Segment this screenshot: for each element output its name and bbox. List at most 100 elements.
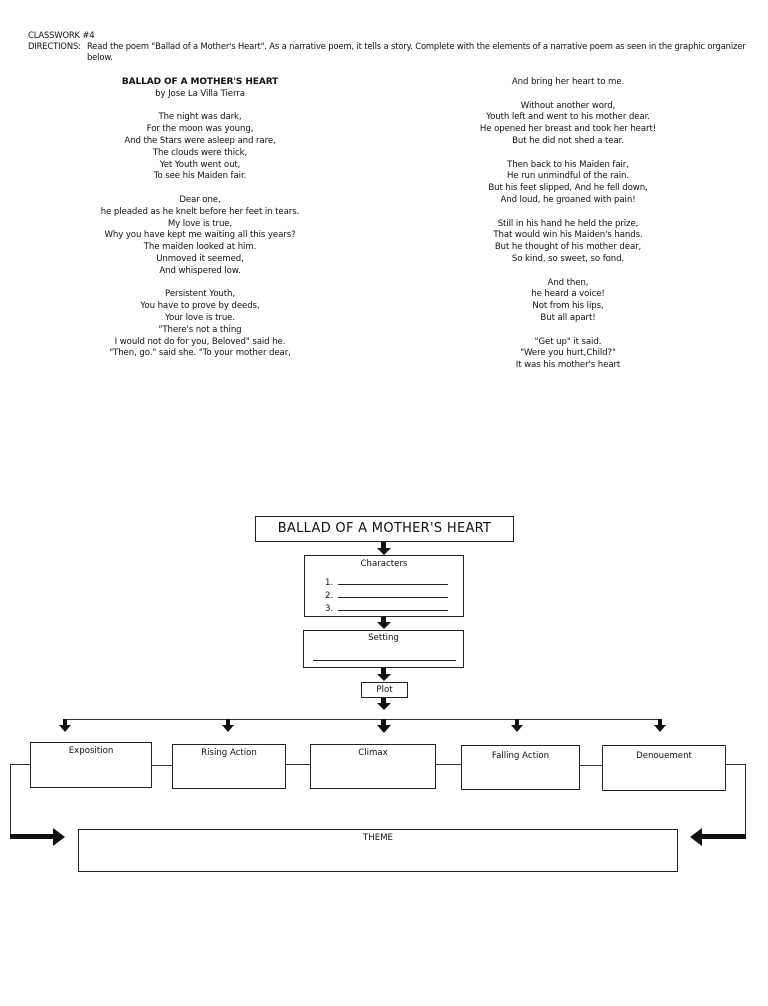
poem-line: Without another word, [520, 100, 616, 111]
arrow-down-icon [59, 725, 71, 732]
directions-text-continued: below. [87, 52, 113, 62]
theme-box[interactable]: THEME [78, 829, 678, 872]
poem-line: Youth left and went to his mother dear. [486, 112, 650, 123]
connector-line [10, 764, 11, 837]
setting-box: Setting [303, 630, 464, 668]
denouement-box[interactable]: Denouement [602, 745, 726, 791]
poem-line: Yet Youth went out, [159, 159, 241, 170]
classwork-label: CLASSWORK #4 [28, 30, 95, 40]
poem-line: And then, [547, 277, 589, 288]
poem-line: To see his Maiden fair. [153, 171, 247, 182]
poem-line: "Get up" it said. [534, 336, 602, 347]
stanza-break [438, 207, 698, 219]
stanza-break [70, 101, 330, 113]
connector-line [10, 834, 54, 839]
poem-line: But his feet slipped, And he fell down, [488, 183, 648, 194]
poem-line: You have to prove by deeds, [140, 301, 260, 312]
characters-label: Characters [360, 559, 408, 569]
poem-line: For the moon was young, [146, 124, 254, 135]
stanza-break [438, 89, 698, 101]
character-line-1[interactable]: 1. [325, 576, 449, 589]
character-blank[interactable] [338, 602, 449, 611]
character-blank[interactable] [338, 576, 449, 585]
arrow-down-icon [377, 725, 391, 733]
plot-box: Plot [361, 682, 408, 698]
falling-action-box[interactable]: Falling Action [461, 745, 580, 790]
organizer-title-box: BALLAD OF A MOTHER'S HEART [255, 516, 514, 542]
connector-line [152, 765, 172, 766]
arrow-shaft [381, 719, 386, 725]
arrow-left-icon [690, 828, 702, 846]
characters-box: Characters 1. 2. 3. [304, 555, 464, 617]
connector-line [580, 765, 602, 766]
poem-line: That would win his Maiden's hands. [493, 230, 643, 241]
exposition-label: Exposition [68, 746, 114, 756]
directions-text: Read the poem "Ballad of a Mother's Hear… [87, 41, 746, 51]
poem-title: BALLAD OF A MOTHER'S HEART [121, 77, 279, 87]
theme-label: THEME [363, 833, 393, 843]
connector-line [726, 764, 746, 765]
poem-line: Still in his hand he held the prize, [497, 218, 639, 229]
arrow-down-icon [377, 548, 391, 555]
poem-line: And bring her heart to me. [511, 77, 625, 87]
arrow-shaft [381, 542, 386, 549]
setting-label: Setting [368, 633, 399, 643]
arrow-down-icon [377, 622, 391, 629]
poem-line: Then back to his Maiden fair, [507, 159, 629, 170]
exposition-box[interactable]: Exposition [30, 742, 152, 788]
stanza-break [70, 278, 330, 290]
arrow-shaft [658, 719, 662, 725]
poem-line: Dear one, [179, 194, 221, 205]
connector-line [10, 764, 30, 765]
stanza-break [70, 183, 330, 195]
arrow-down-icon [222, 725, 234, 732]
poem-line: My love is true, [167, 218, 233, 229]
arrow-right-icon [53, 828, 65, 846]
character-line-2[interactable]: 2. [325, 589, 449, 602]
poem-line: But he thought of his mother dear, [494, 242, 642, 253]
climax-label: Climax [358, 748, 388, 758]
poem-line: But he did not shed a tear. [512, 135, 624, 146]
connector-line [702, 834, 746, 839]
arrow-shaft [381, 668, 386, 675]
arrow-down-icon [511, 725, 523, 732]
poem-line: The clouds were thick, [152, 147, 248, 158]
poem-line: Unmoved it seemed, [156, 253, 244, 264]
character-number: 3. [325, 604, 334, 614]
stanza-break [438, 148, 698, 160]
poem-line: The maiden looked at him. [143, 242, 257, 253]
directions-label: DIRECTIONS: [28, 41, 81, 51]
poem-line: It was his mother's heart [515, 360, 621, 371]
poem-left-stanzas: The night was dark,For the moon was youn… [70, 112, 330, 360]
climax-box[interactable]: Climax [310, 744, 436, 789]
arrow-shaft [381, 617, 386, 623]
stanza-break [438, 325, 698, 337]
poem-line: Persistent Youth, [165, 289, 235, 300]
poem-line: So kind, so sweet, so fond. [511, 253, 625, 264]
organizer-title: BALLAD OF A MOTHER'S HEART [277, 521, 492, 536]
poem-line: Why you have kept me waiting all this ye… [104, 230, 296, 241]
connector-line [436, 764, 461, 765]
character-number: 1. [325, 578, 334, 588]
setting-blank[interactable] [313, 660, 456, 661]
poem-line: "Then, go." said she. "To your mother de… [109, 348, 291, 359]
rising-action-label: Rising Action [201, 748, 257, 758]
poem-line: And whispered low. [159, 265, 241, 276]
poem-line: Not from his lips, [532, 301, 604, 312]
character-blank[interactable] [338, 589, 449, 598]
poem-right-stanzas: And bring her heart to me. Without anothe… [438, 77, 698, 372]
poem-line: The night was dark, [158, 112, 242, 123]
poem-line: I would not do for you, Beloved" said he… [114, 336, 286, 347]
rising-action-box[interactable]: Rising Action [172, 744, 286, 789]
falling-action-label: Falling Action [491, 751, 550, 761]
arrow-shaft [63, 719, 67, 725]
poem-line: he heard a voice! [531, 289, 605, 300]
connector-line [286, 764, 310, 765]
arrow-shaft [381, 698, 386, 704]
poem-line: And loud, he groaned with pain! [500, 194, 636, 205]
character-line-3[interactable]: 3. [325, 602, 449, 615]
arrow-down-icon [654, 725, 666, 732]
poem-line: He opened her breast and took her heart! [479, 124, 657, 135]
poem-line: he pleaded as he knelt before her feet i… [100, 206, 300, 217]
poem-line: "Were you hurt,Child?" [520, 348, 616, 359]
